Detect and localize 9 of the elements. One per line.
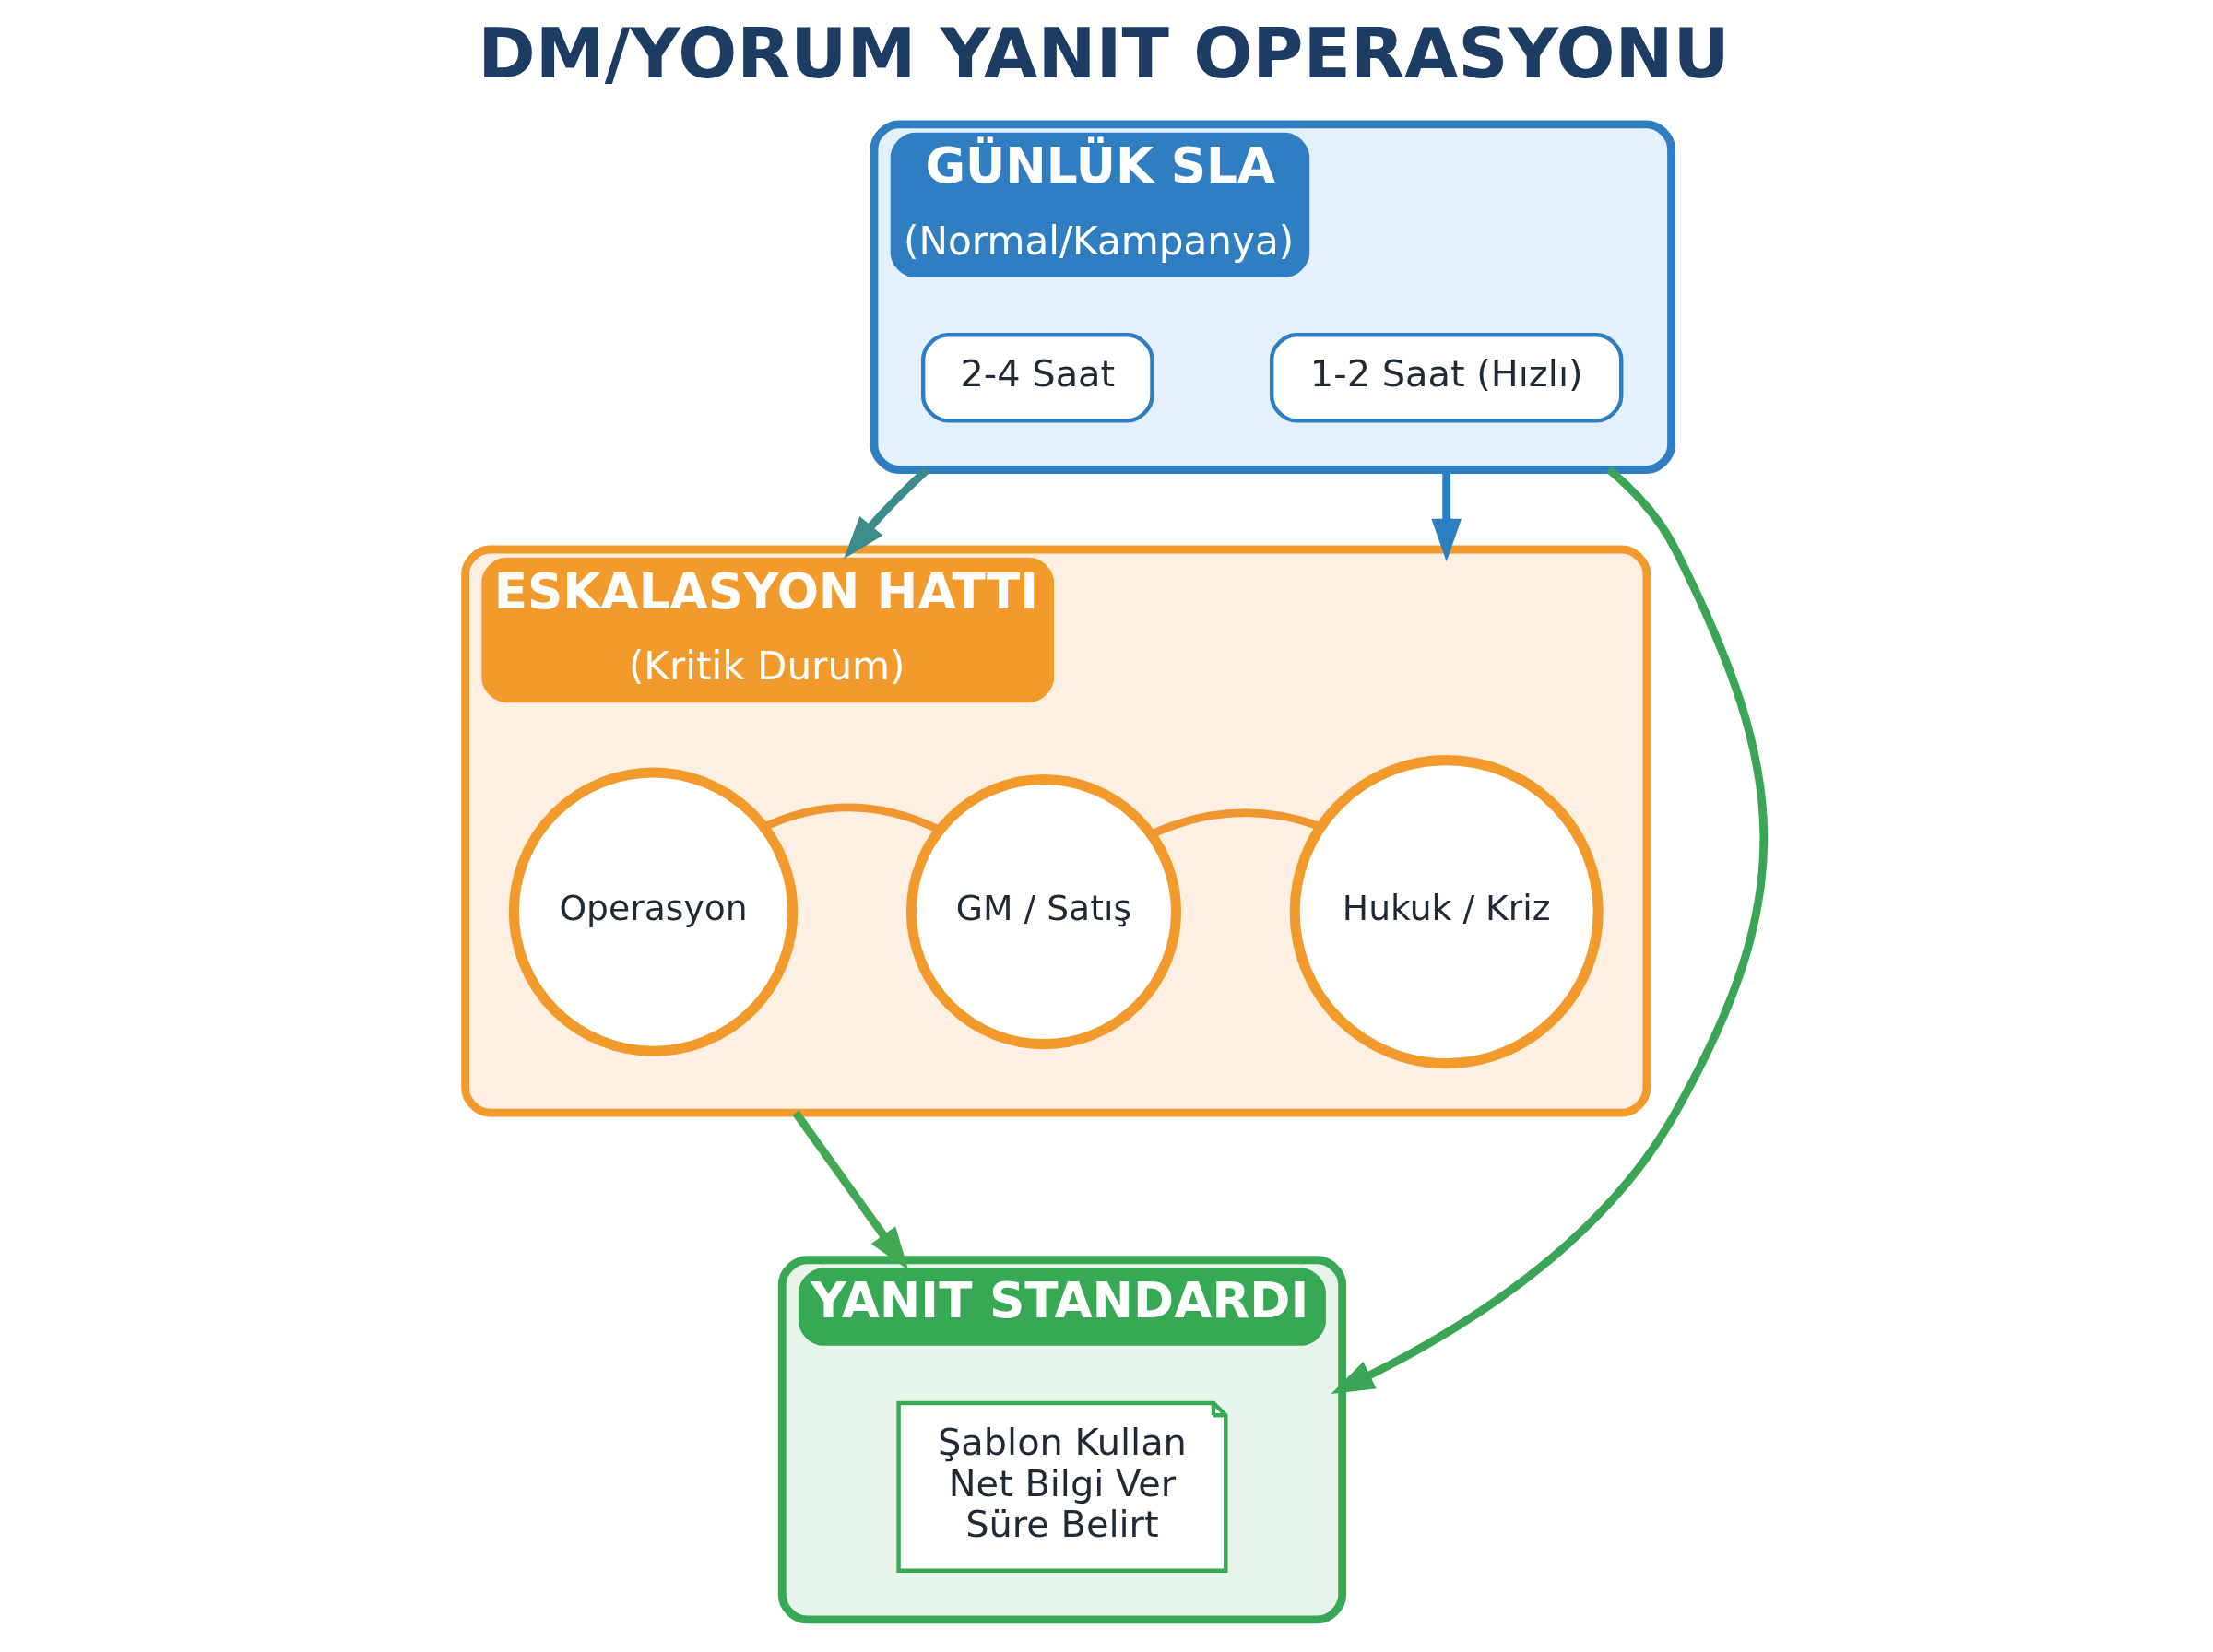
- diagram-title: DM/YORUM YANIT OPERASYONU: [478, 13, 1730, 95]
- arrow: [1331, 466, 1768, 1394]
- node-circle: Hukuk / Kriz: [1289, 755, 1604, 1069]
- node-box: 2-4 Saat: [920, 332, 1154, 423]
- node-circle: Operasyon: [508, 767, 799, 1056]
- arrow: [792, 1110, 909, 1270]
- node-circle: GM / Satış: [905, 774, 1182, 1050]
- node-box: 1-2 Saat (Hızlı): [1269, 332, 1624, 423]
- arrow: [844, 466, 930, 560]
